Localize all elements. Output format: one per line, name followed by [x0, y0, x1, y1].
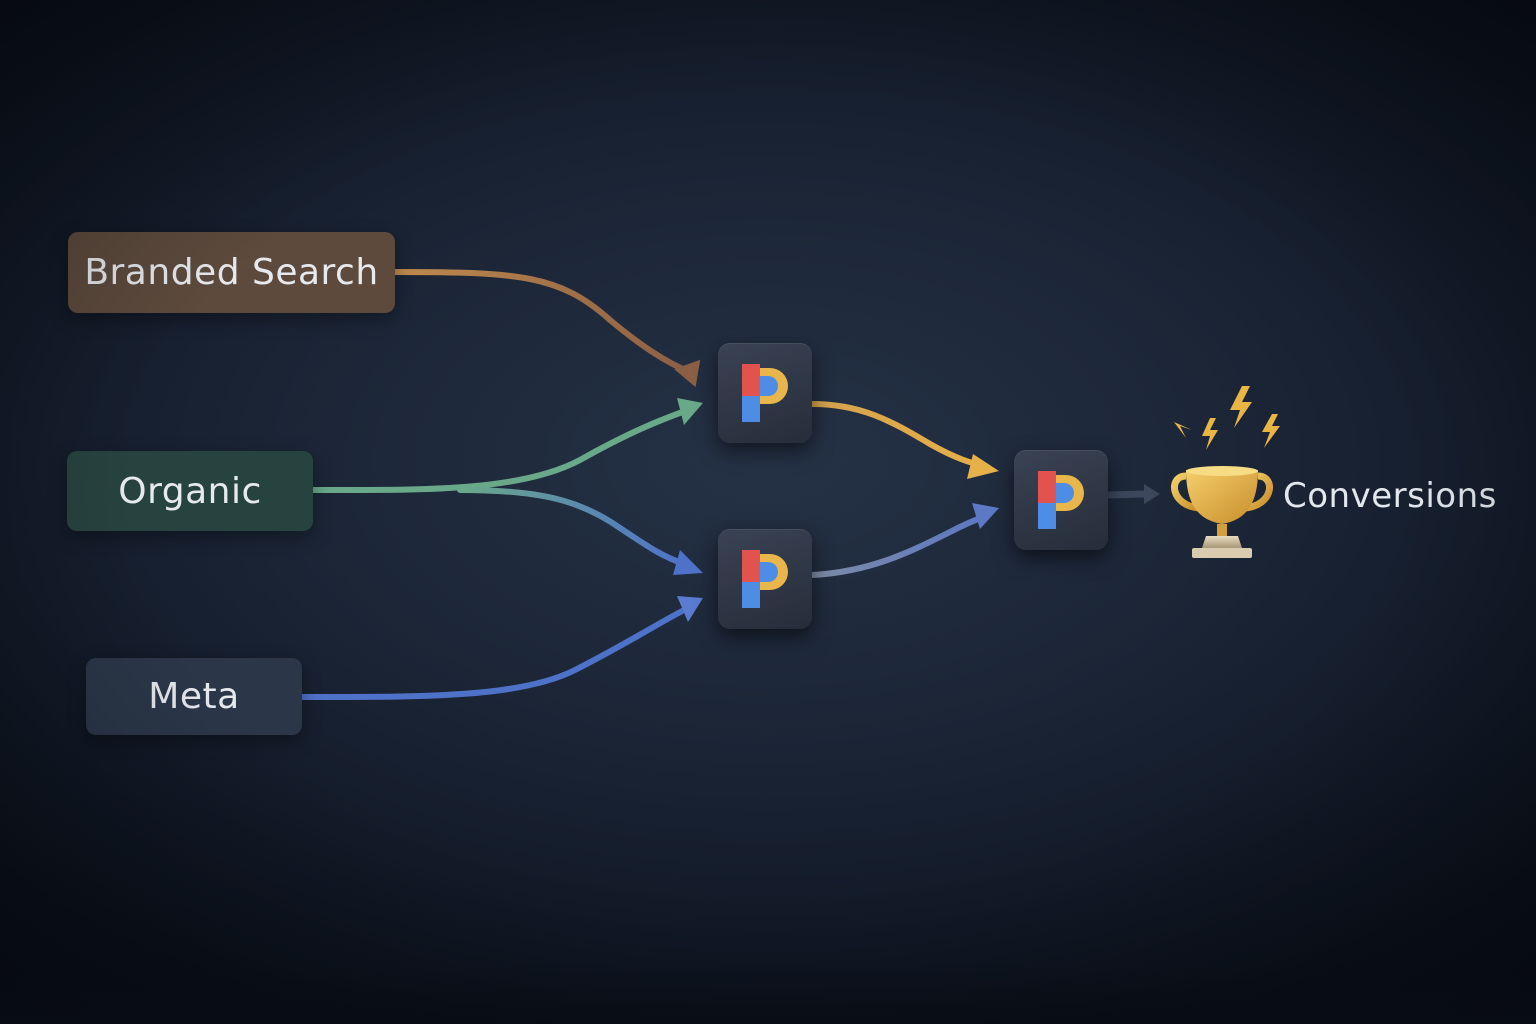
- arrowhead-organic-top: [677, 398, 703, 425]
- flow-final-to-conversions: [1104, 490, 1150, 499]
- p-logo-icon: [740, 362, 790, 424]
- p-logo-icon: [740, 548, 790, 610]
- flow-organic-to-bottom: [457, 487, 688, 567]
- source-label-branded-search: Branded Search: [84, 252, 379, 293]
- arrowhead-top-final: [967, 454, 999, 479]
- arrowhead-meta: [677, 596, 703, 622]
- attribution-node-final: [1014, 450, 1108, 550]
- source-branded-search: Branded Search: [68, 232, 395, 313]
- source-label-meta: Meta: [148, 676, 240, 717]
- spark-icon: [1174, 386, 1280, 450]
- attribution-node-bottom: [718, 529, 812, 629]
- source-meta: Meta: [86, 658, 302, 735]
- arrowhead-branded: [674, 359, 701, 388]
- source-label-organic: Organic: [118, 470, 262, 512]
- flow-bottom-to-final: [809, 513, 989, 578]
- attribution-node-top: [718, 343, 812, 443]
- flow-organic-to-top: [310, 407, 691, 494]
- p-logo-icon: [1036, 469, 1086, 531]
- outcome-label-conversions: Conversions: [1283, 476, 1497, 516]
- flow-meta-to-bottom: [299, 605, 691, 701]
- arrowhead-organic-bottom: [673, 550, 703, 575]
- trophy-icon: [1164, 380, 1294, 565]
- flow-top-to-final: [809, 401, 988, 469]
- flow-branded-to-top: [392, 269, 693, 375]
- arrowhead-final-conversions: [1144, 484, 1160, 504]
- source-organic: Organic: [67, 451, 313, 531]
- arrowhead-bottom-final: [972, 503, 999, 529]
